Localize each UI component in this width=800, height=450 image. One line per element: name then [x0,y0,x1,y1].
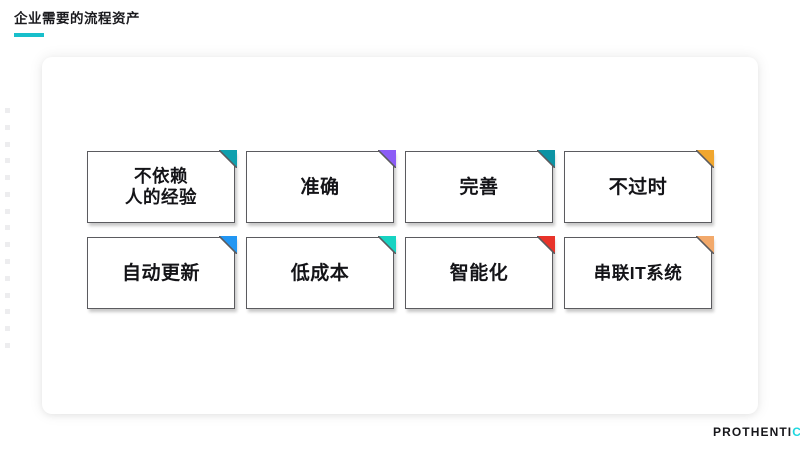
folded-corner-icon [218,236,237,255]
asset-card-label: 串联IT系统 [593,262,683,283]
slide-header: 企业需要的流程资产 [14,10,434,37]
left-edge-tick-column [5,108,11,348]
edge-tick [5,108,10,113]
edge-tick [5,158,10,164]
edge-tick [5,124,10,130]
folded-corner-icon [377,236,396,255]
asset-card[interactable]: 自动更新 [87,236,237,309]
asset-card[interactable]: 准确 [246,150,396,223]
edge-tick [5,225,10,231]
asset-card-label: 不依赖 人的经验 [125,166,197,207]
asset-card-label: 不过时 [608,176,668,198]
asset-card[interactable]: 不依赖 人的经验 [87,150,237,223]
edge-tick [5,175,10,181]
asset-card[interactable]: 不过时 [564,150,714,223]
asset-card[interactable]: 串联IT系统 [564,236,714,309]
edge-tick [5,309,10,315]
content-panel: 不依赖 人的经验 准确 完善 不过时自动更新 低成本 智能化 串联IT系统 [42,57,758,414]
edge-tick [5,259,10,265]
folded-corner-icon [536,236,555,255]
folded-corner-icon [536,150,555,169]
asset-card-grid: 不依赖 人的经验 准确 完善 不过时自动更新 低成本 智能化 串联IT系统 [87,150,714,309]
edge-tick [5,191,10,197]
edge-tick [5,326,10,332]
edge-tick [5,342,10,348]
asset-card[interactable]: 低成本 [246,236,396,309]
edge-tick [5,141,10,147]
edge-tick [5,292,10,298]
edge-tick [5,275,10,281]
brand-logo-accent-letter: C [792,425,800,439]
edge-tick [5,242,10,248]
asset-card-label: 准确 [300,176,340,198]
asset-card-label: 完善 [459,176,499,198]
asset-card[interactable]: 智能化 [405,236,555,309]
folded-corner-icon [695,236,714,255]
page-title: 企业需要的流程资产 [14,11,140,26]
brand-logo-text: PROTHENTI [712,425,793,439]
asset-card-label: 低成本 [290,262,350,284]
asset-card[interactable]: 完善 [405,150,555,223]
folded-corner-icon [695,150,714,169]
folded-corner-icon [218,150,237,169]
edge-tick [5,208,10,214]
folded-corner-icon [377,150,396,169]
asset-card-label: 智能化 [449,262,509,284]
title-underline-rule [14,33,44,37]
asset-card-label: 自动更新 [121,262,200,284]
